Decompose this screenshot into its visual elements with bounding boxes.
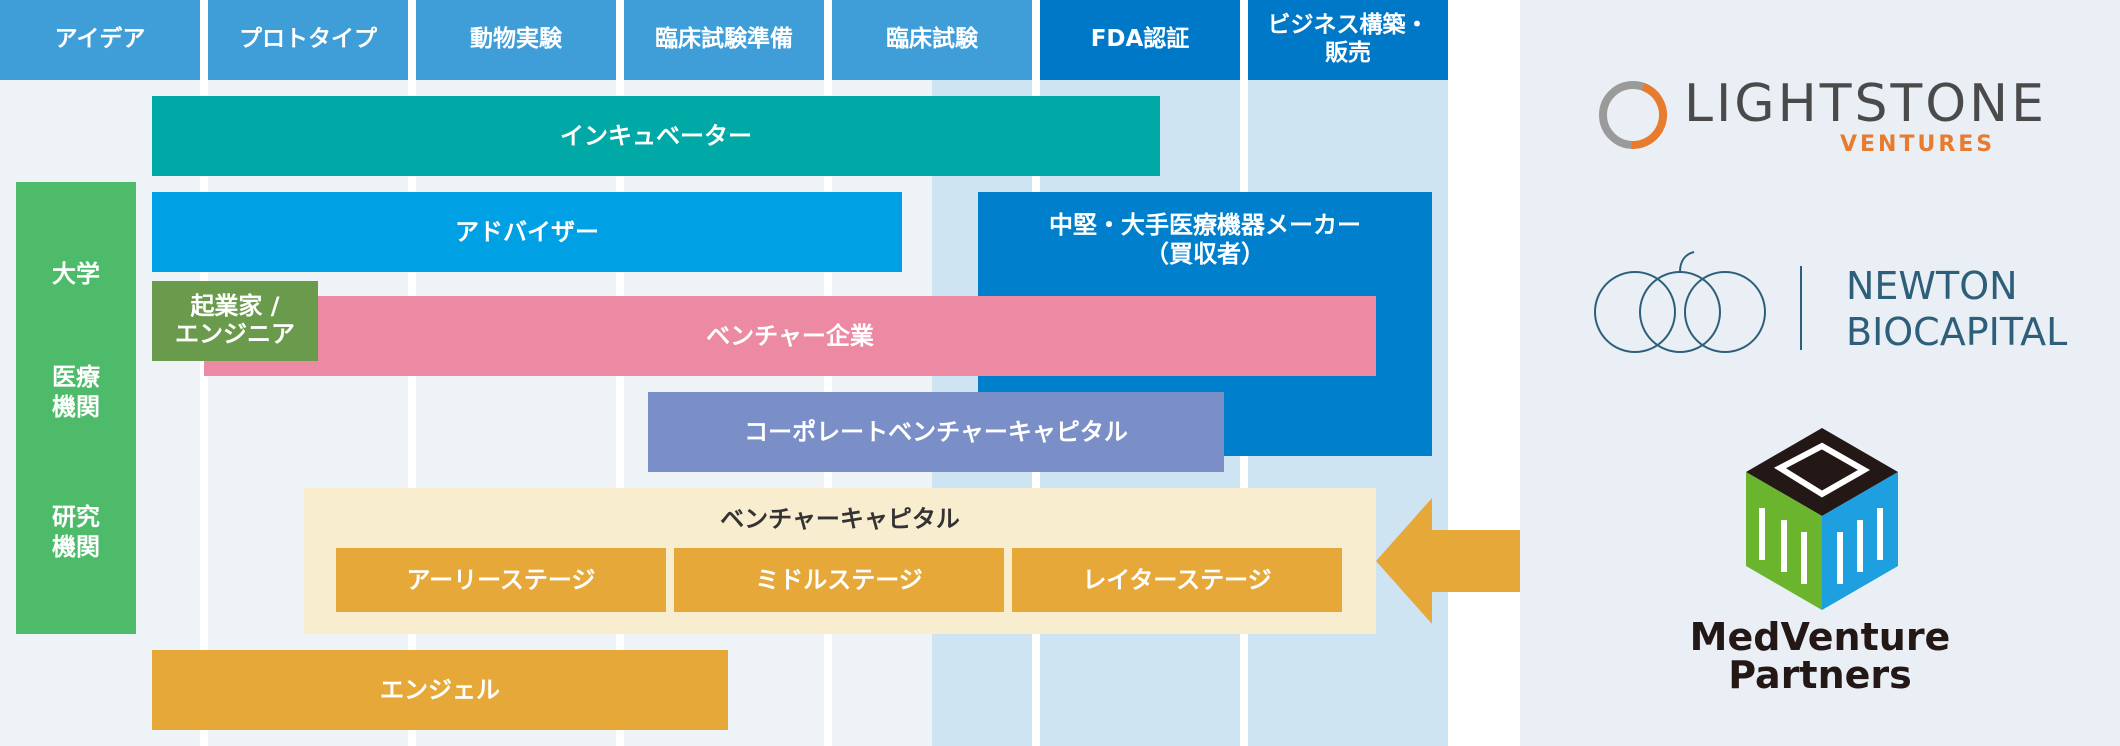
vc-title: ベンチャーキャピタル bbox=[720, 504, 960, 533]
stakeholder-university: 大学 bbox=[52, 260, 100, 288]
stage-clinical-prep: 臨床試験準備 bbox=[624, 0, 824, 80]
newton-line1: NEWTON bbox=[1846, 264, 2018, 308]
stakeholder-bar bbox=[16, 182, 136, 634]
manufacturer-label: 中堅・大手医療機器メーカー （買収者） bbox=[1049, 211, 1361, 268]
stage-clinical-trial: 臨床試験 bbox=[832, 0, 1032, 80]
cvc-block: コーポレートベンチャーキャピタル bbox=[648, 392, 1224, 472]
vc-middle-stage: ミドルステージ bbox=[674, 548, 1004, 612]
stage-animal-testing: 動物実験 bbox=[416, 0, 616, 80]
advisor-block: アドバイザー bbox=[152, 192, 902, 272]
medventure-cube-logo-icon bbox=[1746, 428, 1898, 610]
vc-early-stage: アーリーステージ bbox=[336, 548, 666, 612]
stage-prototype: プロトタイプ bbox=[208, 0, 408, 80]
medventure-line2: Partners bbox=[1728, 653, 1912, 697]
entrepreneur-block: 起業家 / エンジニア bbox=[152, 281, 318, 361]
stage-idea: アイデア bbox=[0, 0, 200, 80]
stage-business: ビジネス構築・ 販売 bbox=[1248, 0, 1448, 80]
newton-line2: BIOCAPITAL bbox=[1846, 310, 2068, 354]
newton-apple-logo-icon bbox=[1594, 251, 1766, 353]
venture-company-block: ベンチャー企業 bbox=[204, 296, 1376, 376]
stage-fda: FDA認証 bbox=[1040, 0, 1240, 80]
medventure-line1: MedVenture bbox=[1689, 615, 1951, 659]
incubator-block: インキュベーター bbox=[152, 96, 1160, 176]
stakeholder-research-institution: 研究 機関 bbox=[52, 503, 100, 561]
lightstone-name: LIGHTSTONE bbox=[1684, 74, 2047, 134]
lightstone-logo-icon bbox=[1599, 81, 1667, 149]
stakeholder-medical-institution: 医療 機関 bbox=[52, 363, 100, 421]
ecosystem-diagram: アイデア プロトタイプ 動物実験 臨床試験準備 臨床試験 FDA認証 ビジネス構… bbox=[0, 0, 1448, 746]
angel-block: エンジェル bbox=[152, 650, 728, 730]
lightstone-sub: VENTURES bbox=[1840, 132, 1996, 157]
partner-logos-panel: LIGHTSTONE VENTURES NEWTON BIOCAPITAL Me… bbox=[1520, 0, 2120, 746]
vc-later-stage: レイターステージ bbox=[1012, 548, 1342, 612]
newton-divider bbox=[1800, 266, 1802, 350]
